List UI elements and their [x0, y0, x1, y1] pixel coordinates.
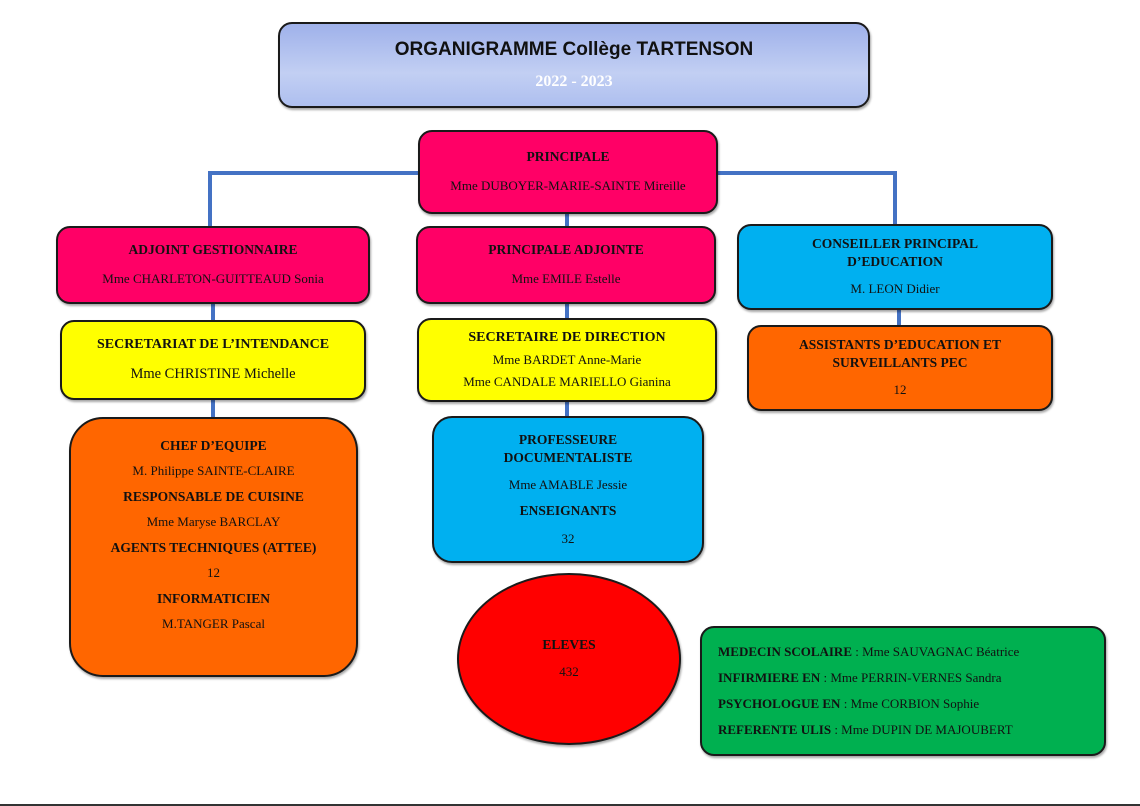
role-label: PRINCIPALE ADJOINTE — [488, 242, 644, 257]
medico-social-box: MEDECIN SCOLAIRE : Mme SAUVAGNAC Béatric… — [700, 626, 1106, 756]
role-label: AGENTS TECHNIQUES (ATTEE) — [110, 540, 317, 555]
eleves-ellipse: ELEVES 432 — [457, 573, 681, 745]
person-name: Mme CANDALE MARIELLO Gianina — [463, 374, 671, 389]
person-name: Mme EMILE Estelle — [511, 271, 621, 286]
staff-row: MEDECIN SCOLAIRE : Mme SAUVAGNAC Béatric… — [718, 643, 1019, 661]
person-name: : Mme PERRIN-VERNES Sandra — [820, 670, 1002, 685]
connector — [893, 171, 897, 226]
teachers-label: ENSEIGNANTS — [519, 502, 617, 518]
connector — [565, 400, 569, 418]
assistants-box: ASSISTANTS D’EDUCATION ET SURVEILLANTS P… — [747, 325, 1053, 411]
person-name: M.TANGER Pascal — [162, 616, 265, 631]
person-name: M. LEON Didier — [850, 281, 940, 296]
staff-count: 12 — [893, 382, 907, 397]
person-name: Mme CHARLETON-GUITTEAUD Sonia — [102, 271, 324, 286]
adjoint-gestionnaire-box: ADJOINT GESTIONNAIRE Mme CHARLETON-GUITT… — [56, 226, 370, 304]
role-label: RESPONSABLE DE CUISINE — [123, 489, 304, 504]
role-label: REFERENTE ULIS — [718, 722, 832, 737]
secretariat-intendance-box: SECRETARIAT DE L’INTENDANCE Mme CHRISTIN… — [60, 320, 366, 400]
title-box: ORGANIGRAMME Collège TARTENSON 2022 - 20… — [278, 22, 870, 108]
person-name: Mme DUBOYER-MARIE-SAINTE Mireille — [450, 178, 686, 193]
connector — [565, 302, 569, 320]
chart-title: ORGANIGRAMME Collège TARTENSON — [394, 39, 754, 60]
person-name: : Mme SAUVAGNAC Béatrice — [852, 644, 1020, 659]
connector — [210, 171, 420, 175]
principale-adjointe-box: PRINCIPALE ADJOINTE Mme EMILE Estelle — [416, 226, 716, 304]
role-label: SECRETAIRE DE DIRECTION — [468, 330, 666, 345]
role-label: CHEF D’EQUIPE — [160, 438, 267, 453]
role-label: MEDECIN SCOLAIRE — [718, 644, 852, 659]
agents-box: CHEF D’EQUIPE M. Philippe SAINTE-CLAIRE … — [69, 417, 358, 677]
role-label: PSYCHOLOGUE EN — [718, 696, 841, 711]
person-name: Mme AMABLE Jessie — [508, 476, 628, 492]
connector — [211, 302, 215, 322]
role-label: INFIRMIERE EN — [718, 670, 821, 685]
connector — [565, 212, 569, 228]
staff-row: REFERENTE ULIS : Mme DUPIN DE MAJOUBERT — [718, 721, 1013, 739]
teachers-count: 32 — [561, 530, 575, 546]
role-label: SECRETARIAT DE L’INTENDANCE — [96, 337, 330, 352]
role-label: PRINCIPALE — [526, 149, 610, 164]
school-year: 2022 - 2023 — [535, 73, 613, 90]
students-count: 432 — [559, 664, 579, 679]
staff-row: PSYCHOLOGUE EN : Mme CORBION Sophie — [718, 695, 979, 713]
person-name: M. Philippe SAINTE-CLAIRE — [132, 463, 295, 478]
documentaliste-box: PROFESSEURE DOCUMENTALISTE Mme AMABLE Je… — [432, 416, 704, 563]
person-name: : Mme DUPIN DE MAJOUBERT — [831, 722, 1013, 737]
person-name: Mme BARDET Anne-Marie — [492, 352, 642, 367]
connector — [208, 171, 212, 228]
staff-count: 12 — [207, 565, 220, 580]
connector — [897, 308, 901, 327]
staff-row: INFIRMIERE EN : Mme PERRIN-VERNES Sandra — [718, 669, 1002, 687]
connector — [211, 398, 215, 419]
role-label: CONSEILLER PRINCIPAL D’EDUCATION — [812, 236, 978, 269]
person-name: Mme CHRISTINE Michelle — [130, 366, 296, 382]
secretaire-direction-box: SECRETAIRE DE DIRECTION Mme BARDET Anne-… — [417, 318, 717, 402]
person-name: : Mme CORBION Sophie — [840, 696, 980, 711]
principale-box: PRINCIPALE Mme DUBOYER-MARIE-SAINTE Mire… — [418, 130, 718, 214]
connector — [716, 171, 897, 175]
students-label: ELEVES — [542, 637, 596, 652]
person-name: Mme Maryse BARCLAY — [146, 514, 281, 529]
role-label: ADJOINT GESTIONNAIRE — [128, 242, 298, 257]
cpe-box: CONSEILLER PRINCIPAL D’EDUCATION M. LEON… — [737, 224, 1053, 310]
role-label: ASSISTANTS D’EDUCATION ET SURVEILLANTS P… — [798, 337, 1002, 370]
role-label: INFORMATICIEN — [156, 591, 270, 606]
role-label: PROFESSEURE DOCUMENTALISTE — [503, 431, 633, 465]
